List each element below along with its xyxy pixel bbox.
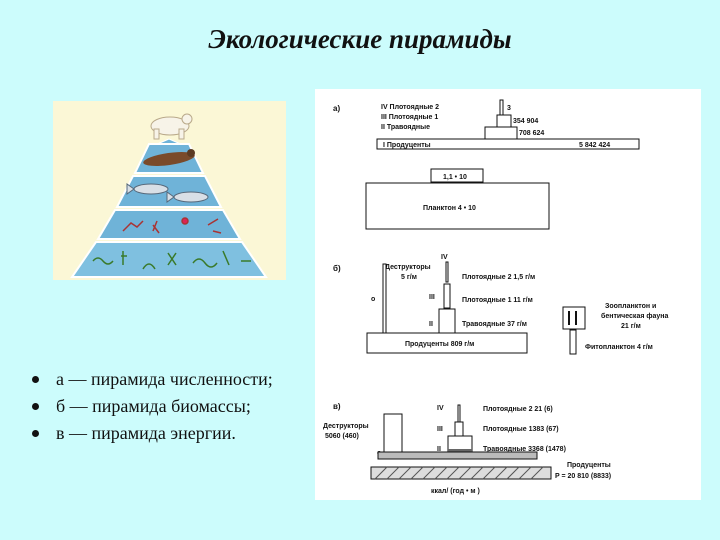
- energy-level-iii: III: [437, 426, 443, 433]
- energy-level-iv: IV: [437, 405, 444, 412]
- legend-herbivores: II Травоядные: [381, 124, 430, 131]
- level-ii: II: [429, 321, 433, 328]
- energy-producers-label: Продуценты: [567, 462, 611, 469]
- energy-row-herbivores: Травоядные 3368 (1478): [483, 446, 566, 453]
- plankton-value: Планктон 4 • 10: [423, 205, 476, 212]
- destructors-label: Деструкторы: [385, 264, 431, 271]
- energy-level-ii: II: [437, 446, 441, 453]
- row-carnivores-1: Плотоядные 1 11 г/м: [462, 297, 533, 304]
- fish-icon: [126, 183, 209, 203]
- row-carnivores-2: Плотоядные 2 1,5 г/м: [462, 274, 535, 281]
- section-a-label: а): [333, 104, 340, 113]
- energy-destructors-value: 5060 (460): [325, 433, 359, 440]
- energy-row-carnivores-1: Плотоядные 1383 (67): [483, 426, 559, 433]
- phytoplankton-value: Фитопланктон 4 г/м: [585, 344, 653, 351]
- crustaceans-icon: [122, 217, 222, 234]
- producers-biomass: Продуценты 809 г/м: [405, 341, 474, 348]
- level-iv: IV: [441, 254, 448, 261]
- section-c-label: в): [333, 402, 341, 411]
- value-carnivores-1: 354 904: [513, 118, 538, 125]
- producers-label: I Продуценты: [383, 142, 431, 149]
- list-item: а — пирамида численности;: [28, 366, 273, 393]
- ecological-pyramids-diagram: а) IV Плотоядные 2 III Плотоядные 1 II Т…: [315, 89, 701, 500]
- list-item: б — пирамида биомассы;: [28, 393, 273, 420]
- producers-value: 5 842 424: [579, 142, 610, 149]
- zooplankton-value: 21 г/м: [621, 323, 641, 330]
- legend-carnivores-2: IV Плотоядные 2: [381, 104, 439, 111]
- benthic-label: бентическая фауна: [601, 312, 668, 320]
- legend-carnivores-1: III Плотоядные 1: [381, 114, 438, 121]
- row-herbivores: Травоядные 37 г/м: [462, 321, 527, 328]
- page-title: Экологические пирамиды: [208, 24, 512, 54]
- energy-destructors-label: Деструкторы: [323, 423, 369, 430]
- food-pyramid-illustration: [53, 101, 286, 280]
- polar-bear-icon: [150, 113, 193, 140]
- list-item: в — пирамида энергии.: [28, 420, 273, 447]
- value-herbivores: 708 624: [519, 130, 544, 137]
- value-carnivores-2: 3: [507, 105, 511, 112]
- seal-icon: [143, 149, 195, 166]
- destructors-value: 5 г/м: [401, 274, 417, 281]
- energy-producers-value: P = 20 810 (8833): [555, 473, 611, 480]
- o-label: о: [371, 296, 375, 303]
- zooplankton-label: Зоопланктон и: [605, 303, 656, 310]
- level-iii: III: [429, 294, 435, 301]
- energy-row-carnivores-2: Плотоядные 2 21 (6): [483, 406, 553, 413]
- plankton-icon: [92, 250, 251, 270]
- pyramid-types-list: а — пирамида численности; б — пирамида б…: [28, 366, 273, 447]
- energy-unit: ккал/ (год • м ): [431, 488, 480, 495]
- top-box-value: 1,1 • 10: [443, 174, 467, 181]
- section-b-label: б): [333, 264, 341, 273]
